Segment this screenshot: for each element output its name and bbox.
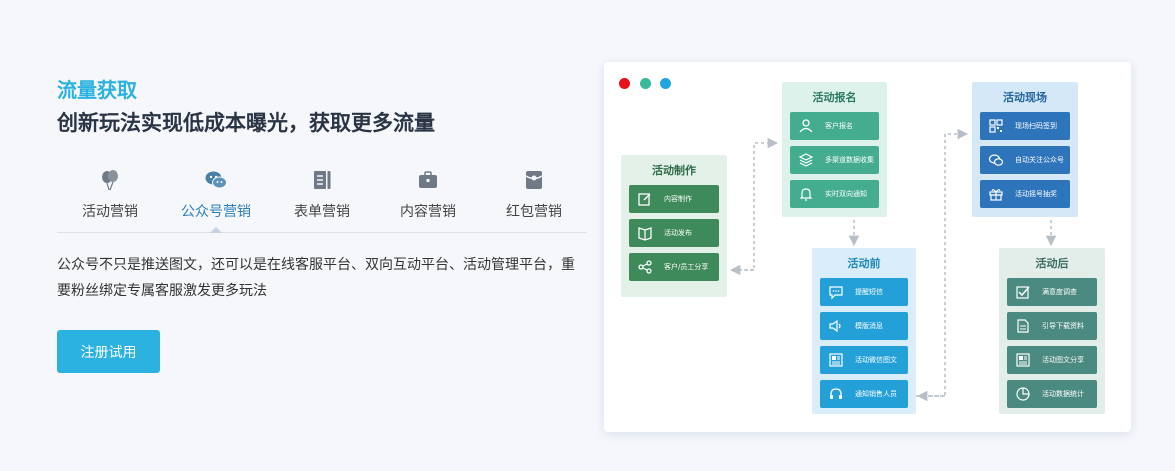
tab-label: 表单营销 [294, 204, 350, 220]
tab-activity-marketing[interactable]: 活动营销 [57, 166, 163, 232]
item-label: 活动微信图文 [855, 356, 897, 364]
item-label: 满意度调查 [1042, 288, 1077, 296]
window-dot-blue [660, 78, 671, 89]
flow-item: 模版消息 [820, 312, 908, 340]
panel-title: 活动后 [1035, 257, 1069, 270]
item-label: 客户/员工分享 [664, 263, 709, 271]
book-icon [634, 222, 656, 244]
panel-title: 活动制作 [652, 164, 696, 177]
flow-item: 内容制作 [629, 185, 719, 213]
flow-item: 活动数据统计 [1007, 380, 1097, 408]
item-label: 提醒短信 [855, 288, 883, 296]
flow-item: 现场扫码签到 [980, 112, 1070, 140]
article-icon [1012, 349, 1034, 371]
document-icon [1012, 315, 1034, 337]
tab-official-account-marketing[interactable]: 公众号营销 [163, 166, 269, 233]
panel-activity-onsite: 活动现场 现场扫码签到 自动关注公众号 活动摇号抽奖 [972, 82, 1078, 217]
window-dot-green [640, 78, 651, 89]
layers-icon [795, 149, 817, 171]
checkbox-icon [1012, 281, 1034, 303]
pie-chart-icon [1012, 383, 1034, 405]
item-label: 现场扫码签到 [1015, 122, 1057, 130]
register-trial-button[interactable]: 注册试用 [57, 330, 160, 373]
balloons-icon [102, 170, 118, 191]
item-label: 通知销售人员 [855, 390, 897, 398]
section-title: 创新玩法实现低成本曝光，获取更多流量 [57, 111, 435, 135]
flow-item: 实时双向通知 [790, 180, 879, 208]
flow-item: 自动关注公众号 [980, 146, 1070, 174]
tab-form-marketing[interactable]: 表单营销 [269, 166, 375, 232]
tab-description: 公众号不只是推送图文，还可以是在线客服平台、双向互动平台、活动管理平台，重要粉丝… [57, 257, 575, 299]
item-label: 客户报名 [825, 122, 853, 130]
flow-item: 活动图文分享 [1007, 346, 1097, 374]
flow-item: 客户/员工分享 [629, 253, 719, 281]
flow-item: 活动摇号抽奖 [980, 180, 1070, 208]
bell-icon [795, 183, 817, 205]
flow-item: 多渠道数据收集 [790, 146, 879, 174]
article-icon [825, 349, 847, 371]
gift-icon [985, 183, 1007, 205]
panel-title: 活动报名 [812, 91, 857, 104]
item-label: 自动关注公众号 [1015, 156, 1064, 164]
item-label: 活动图文分享 [1042, 356, 1084, 364]
panel-activity-production: 活动制作 内容制作 活动发布 客户/员工分享 [621, 155, 727, 297]
panel-activity-signup: 活动报名 客户报名 多渠道数据收集 实时双向通知 [782, 82, 887, 217]
item-label: 活动发布 [664, 229, 692, 237]
panel-activity-after: 活动后 满意度调查 引导下载资料 活动图文分享 活动数据统计 [999, 248, 1105, 414]
form-icon [314, 171, 331, 189]
window-dot-red [619, 78, 630, 89]
tab-label: 活动营销 [82, 204, 138, 220]
marketing-tabs: 活动营销 公众号营销 表单营销 内容营销 红包营销 [57, 166, 587, 233]
panel-title: 活动前 [847, 257, 881, 270]
tab-label: 公众号营销 [181, 204, 251, 220]
wechat-icon [205, 171, 227, 189]
item-label: 活动数据统计 [1042, 390, 1084, 398]
qrcode-icon [985, 115, 1007, 137]
share-icon [634, 256, 656, 278]
tab-red-packet-marketing[interactable]: 红包营销 [481, 166, 587, 232]
tab-label: 内容营销 [400, 204, 456, 220]
tab-content-marketing[interactable]: 内容营销 [375, 166, 481, 232]
edit-icon [634, 188, 656, 210]
item-label: 实时双向通知 [825, 190, 867, 198]
flow-item: 通知销售人员 [820, 380, 908, 408]
item-label: 引导下载资料 [1042, 322, 1084, 330]
headset-icon [825, 383, 847, 405]
flow-item: 客户报名 [790, 112, 879, 140]
panel-title: 活动现场 [1003, 91, 1047, 104]
tab-label: 红包营销 [506, 204, 562, 220]
item-label: 活动摇号抽奖 [1015, 190, 1057, 198]
flow-item: 满意度调查 [1007, 278, 1097, 306]
speaker-icon [825, 315, 847, 337]
item-label: 内容制作 [664, 195, 692, 203]
section-heading: 流量获取 创新玩法实现低成本曝光，获取更多流量 [57, 76, 587, 138]
users-icon [795, 115, 817, 137]
flow-item: 活动微信图文 [820, 346, 908, 374]
briefcase-icon [419, 171, 437, 188]
panel-activity-before: 活动前 提醒短信 模版消息 活动微信图文 通知销售人员 [812, 248, 916, 414]
section-kicker: 流量获取 [57, 78, 137, 102]
activity-flow-diagram: 活动制作 内容制作 活动发布 客户/员工分享 活动报名 客户报名 [604, 62, 1131, 432]
flow-item: 活动发布 [629, 219, 719, 247]
wechat-icon [985, 149, 1007, 171]
flow-item: 提醒短信 [820, 278, 908, 306]
item-label: 多渠道数据收集 [825, 156, 874, 164]
item-label: 模版消息 [855, 322, 883, 330]
flow-item: 引导下载资料 [1007, 312, 1097, 340]
sms-icon [825, 281, 847, 303]
red-packet-icon [525, 171, 543, 189]
